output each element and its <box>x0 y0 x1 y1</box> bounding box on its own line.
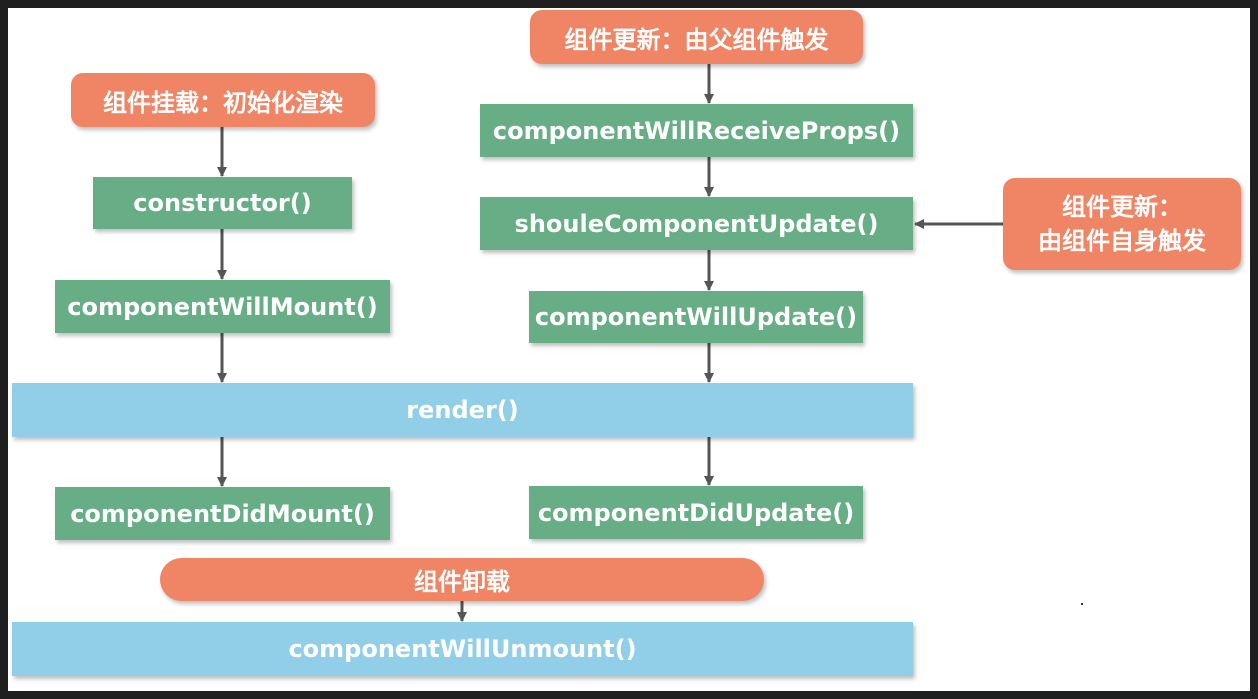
should-component-update-box: shouleComponentUpdate() <box>480 197 913 250</box>
mount-trigger-label: 组件挂载：初始化渲染 <box>71 73 375 127</box>
component-will-receive-props-box: componentWillReceiveProps() <box>480 104 913 157</box>
render-box: render() <box>12 383 913 437</box>
unmount-trigger-label: 组件卸载 <box>160 558 764 601</box>
parent-update-trigger-label: 组件更新：由父组件触发 <box>530 10 863 64</box>
self-update-line1: 组件更新： <box>1062 193 1182 221</box>
component-will-update-box: componentWillUpdate() <box>529 291 863 343</box>
self-update-line2: 由组件自身触发 <box>1038 227 1206 255</box>
component-did-update-box: componentDidUpdate() <box>529 486 863 539</box>
component-did-mount-box: componentDidMount() <box>55 487 390 540</box>
component-will-unmount-box: componentWillUnmount() <box>12 622 913 676</box>
constructor-box: constructor() <box>93 177 352 229</box>
stray-dot <box>1081 603 1083 605</box>
component-will-mount-box: componentWillMount() <box>55 280 390 333</box>
self-update-trigger-label: 组件更新： 由组件自身触发 <box>1003 178 1241 270</box>
